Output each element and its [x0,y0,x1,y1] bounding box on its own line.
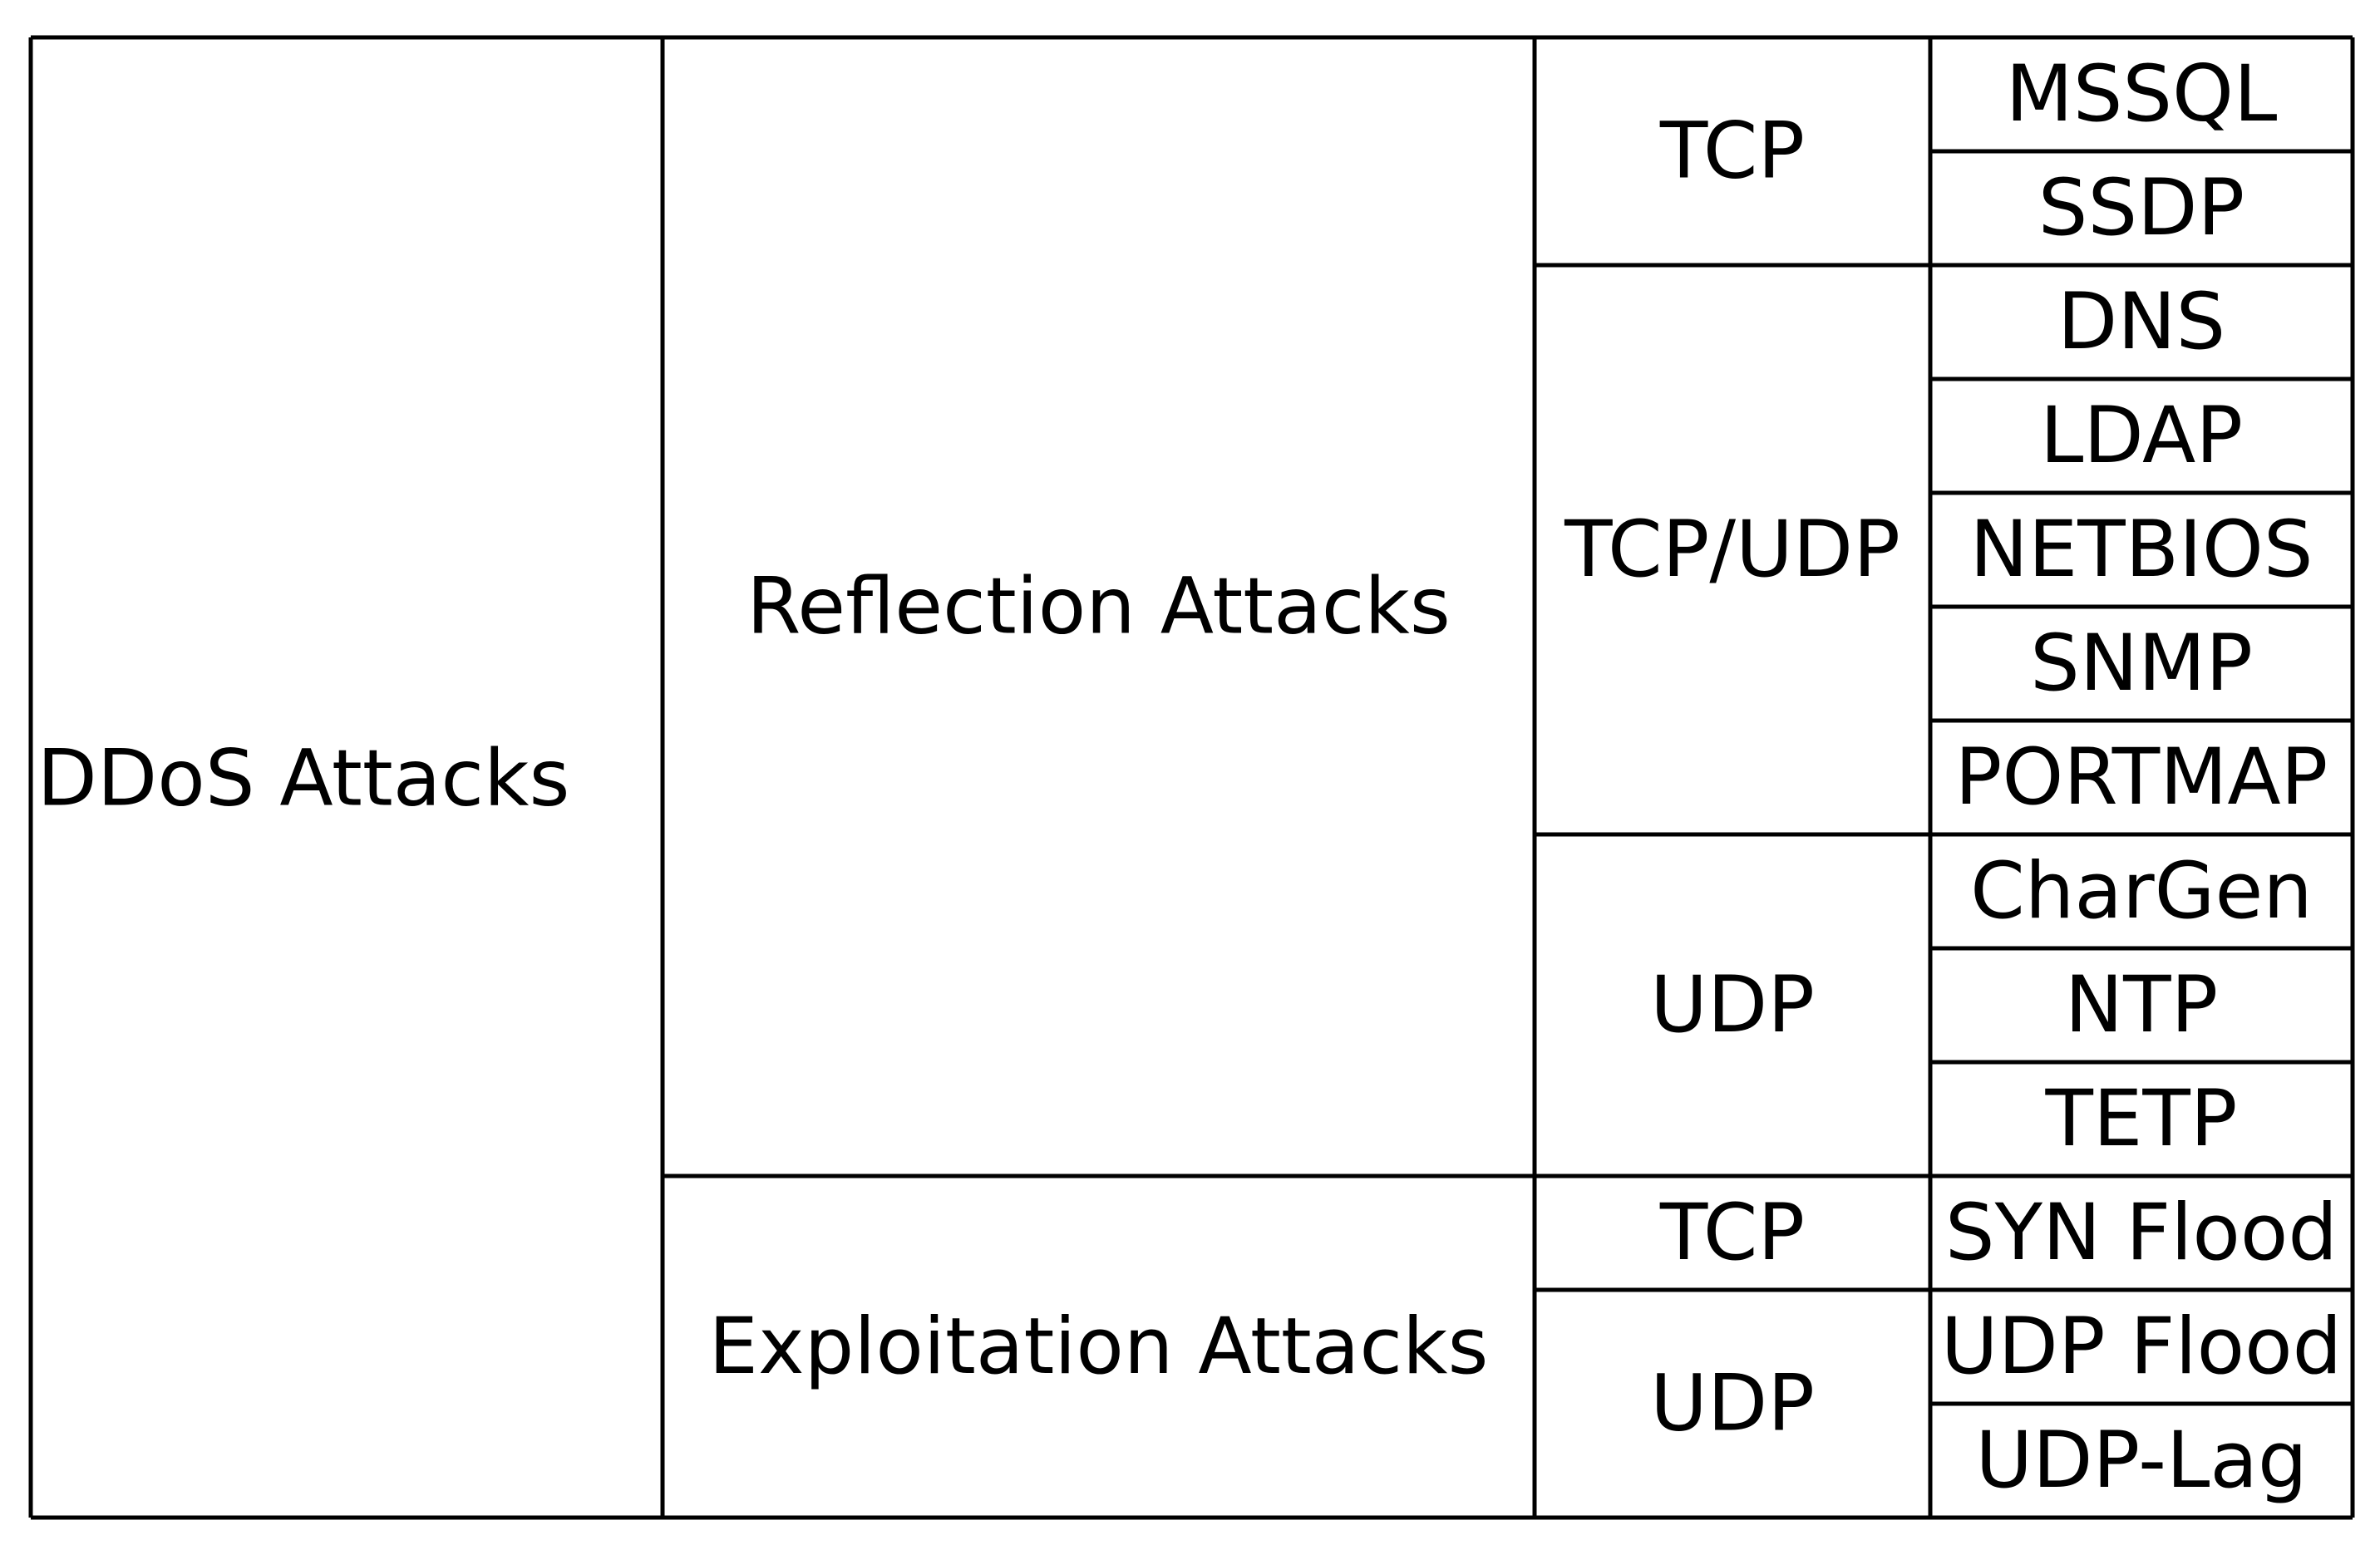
root-label-ddos-attacks: DDoS Attacks [37,734,570,824]
attack-label-netbios: NETBIOS [1970,504,2313,595]
attack-label-snmp: SNMP [2030,618,2253,709]
attack-label-tetp: TETP [2045,1074,2238,1164]
table-grid [28,35,2355,1520]
protocol-label-tcp-udp: TCP/UDP [1564,504,1900,595]
attack-label-dns: DNS [2057,277,2225,367]
protocol-label-udp: UDP [1650,1359,1815,1449]
attack-label-ldap: LDAP [2040,391,2243,481]
attack-label-udp-lag: UDP-Lag [1975,1415,2307,1506]
protocol-label-udp: UDP [1650,960,1815,1051]
table-labels: DDoS Attacks MSSQL SSDP TCP DNS LDAP NETBIOS S… [37,49,2343,1506]
attack-label-udp-flood: UDP Flood [1941,1301,2343,1392]
attack-label-syn-flood: SYN Flood [1945,1188,2338,1278]
attack-label-mssql: MSSQL [2006,49,2278,140]
attack-label-chargen: CharGen [1970,846,2313,937]
attack-label-ntp: NTP [2065,960,2218,1051]
category-label-exploitation-attacks: Exploitation Attacks [709,1301,1489,1392]
protocol-label-tcp: TCP [1659,106,1805,197]
protocol-label-tcp: TCP [1659,1188,1805,1278]
category-label-reflection-attacks: Reflection Attacks [747,562,1451,652]
attack-label-portmap: PORTMAP [1955,732,2328,823]
attack-label-ssdp: SSDP [2038,163,2244,253]
